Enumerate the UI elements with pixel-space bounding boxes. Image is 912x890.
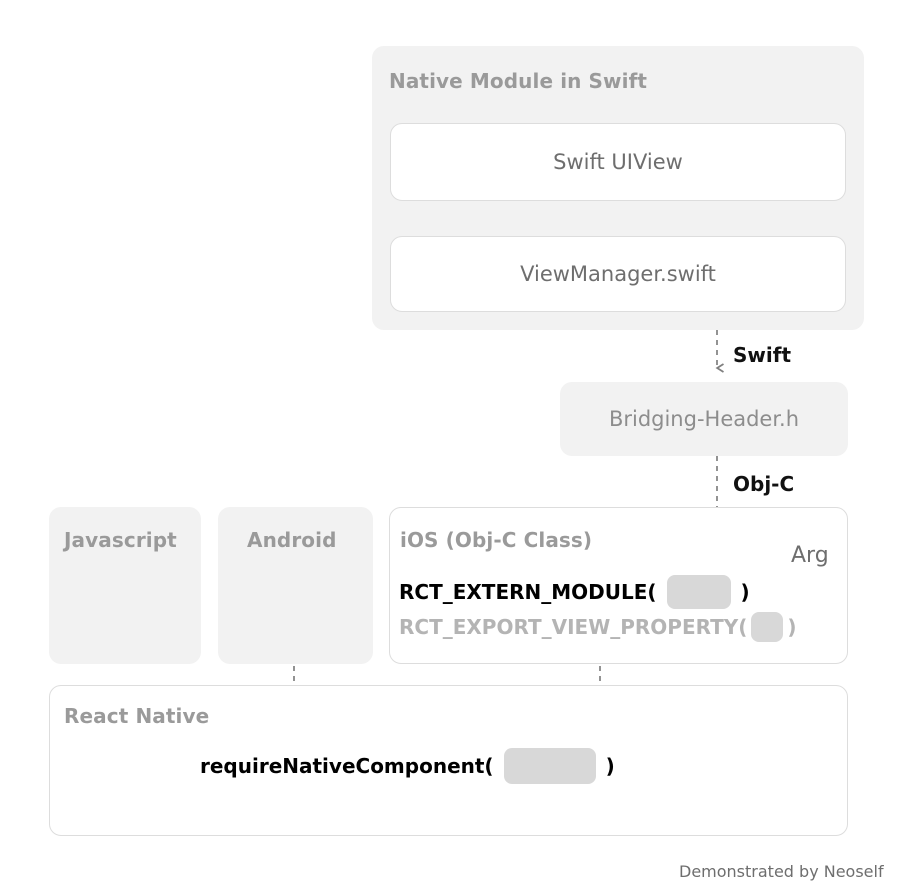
node-viewmanager-swift-label: ViewManager.swift — [520, 262, 716, 286]
group-android[interactable] — [218, 507, 373, 664]
node-viewmanager-swift[interactable]: ViewManager.swift — [390, 236, 846, 312]
node-bridging-header[interactable]: Bridging-Header.h — [560, 382, 848, 456]
code-rct-export-view-property[interactable]: RCT_EXPORT_VIEW_PROPERTY( ) — [399, 610, 797, 644]
node-bridging-header-label: Bridging-Header.h — [608, 407, 800, 431]
group-react-native — [49, 685, 848, 836]
edge-label-objc: Obj-C — [733, 472, 795, 496]
code-rct-extern-module-prefix: RCT_EXTERN_MODULE( — [399, 580, 657, 604]
code-require-native-component-suffix: ) — [605, 754, 615, 778]
slot-require-native-component-arg[interactable] — [503, 748, 596, 784]
group-native-module-swift-label: Native Module in Swift — [389, 69, 648, 93]
node-swift-uiview-label: Swift UIView — [553, 150, 683, 174]
slot-extern-module-arg[interactable] — [666, 575, 731, 609]
group-javascript[interactable] — [49, 507, 201, 664]
footer-attribution: Demonstrated by Neoself — [679, 862, 884, 881]
code-require-native-component[interactable]: requireNativeComponent( ) — [200, 745, 615, 787]
node-swift-uiview[interactable]: Swift UIView — [390, 123, 846, 201]
edge-label-arg: Arg — [791, 543, 829, 568]
edge-label-swift: Swift — [733, 343, 791, 367]
group-android-label: Android — [247, 528, 337, 552]
code-rct-export-view-property-prefix: RCT_EXPORT_VIEW_PROPERTY( — [399, 615, 748, 639]
group-javascript-label: Javascript — [64, 528, 177, 552]
group-react-native-label: React Native — [64, 704, 210, 728]
code-rct-extern-module[interactable]: RCT_EXTERN_MODULE( ) — [399, 572, 750, 612]
group-ios-label: iOS (Obj-C Class) — [400, 528, 593, 552]
code-rct-extern-module-suffix: ) — [740, 580, 750, 604]
code-rct-export-view-property-suffix: ) — [787, 615, 797, 639]
slot-export-view-property-arg[interactable] — [751, 612, 784, 642]
code-require-native-component-prefix: requireNativeComponent( — [200, 754, 494, 778]
